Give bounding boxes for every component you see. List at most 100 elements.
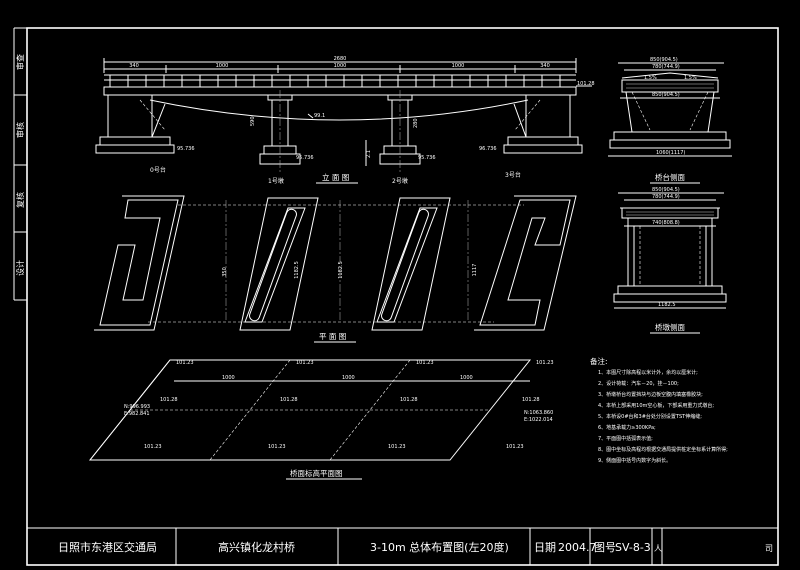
deck-plan-title: 桥面标高平面图: [290, 468, 343, 478]
title-block: 日照市东港区交通局 高兴镇化龙村桥 3-10m 总体布置图(左20度) 日期 2…: [58, 528, 773, 565]
abutment-0: [95, 94, 175, 154]
deck-span-3: 1000: [460, 375, 473, 381]
span-dim-5: 340: [540, 63, 550, 69]
right-coord-n: N:1063.860: [524, 410, 553, 416]
number-label: 图号: [594, 541, 616, 554]
pier-top-dim-2: 780(744.9): [652, 194, 680, 200]
sign-check: 复核: [15, 192, 25, 208]
sign-design: 设计: [15, 260, 25, 276]
number-value: SV-8-3: [615, 541, 651, 554]
pier-top-dim-1: 850(904.5): [652, 187, 680, 193]
abutment-side-title: 桥台侧面: [655, 172, 685, 182]
deck-mid-elev-2: 101.28: [280, 397, 298, 403]
span-dim-3: 1000: [334, 63, 347, 69]
plan-abutment-3: [479, 199, 571, 326]
deck-mid-elev-4: 101.28: [522, 397, 540, 403]
plan-dim-3: 1182.5: [338, 261, 344, 279]
notes-heading: 备注:: [590, 356, 608, 366]
date-value: 2004.7: [558, 541, 597, 554]
left-abutment-base: 95.736: [177, 146, 195, 152]
span-dim-4: 1000: [452, 63, 465, 69]
label-pier-1: 1号墩: [268, 177, 284, 185]
abut-slope-right: 1.5%: [684, 75, 697, 81]
offset-note: 2.1: [366, 150, 372, 158]
cut-text-left: 人: [654, 544, 662, 553]
sheet-border: [26, 27, 779, 566]
drawing-name: 3-10m 总体布置图(左20度): [370, 540, 509, 554]
note-9: 9、侧面图中括号内数字为斜长。: [598, 457, 671, 464]
deck-elevation: 101.28: [577, 81, 595, 87]
deck-bot-elev-3: 101.23: [388, 444, 406, 450]
deck-top-elev-3: 101.23: [416, 360, 434, 366]
deck-bot-elev-2: 101.23: [268, 444, 286, 450]
plan-dim-2: 1182.5: [294, 261, 300, 279]
note-7: 7、平面图中括弧表示值;: [598, 435, 653, 442]
note-8: 8、图中坐标及高程均根据交通局提供桩定坐标系计算所得;: [598, 446, 728, 453]
pier2-height: 280: [413, 118, 419, 128]
abut-slope-left: 1.5%: [644, 75, 657, 81]
label-abutment-3: 3号台: [505, 171, 521, 179]
span-dim-2: 1000: [216, 63, 229, 69]
deck-bot-elev-4: 101.23: [506, 444, 524, 450]
left-coord-n: N:996.993: [124, 404, 150, 410]
note-1: 1、本图尺寸除高程以米计外，余均以厘米计;: [598, 369, 698, 376]
deck-top-elev-4: 101.23: [536, 360, 554, 366]
sign-audit: 审核: [15, 122, 25, 138]
deck-mid-elev-3: 101.28: [400, 397, 418, 403]
project-name: 高兴镇化龙村桥: [218, 540, 295, 554]
note-2: 2、设计荷载：汽车－20，挂－100;: [598, 380, 679, 387]
plan-dim-4: 1117: [472, 264, 478, 277]
pier-1: [259, 90, 301, 172]
abut-mid-dim: 850(904.5): [652, 92, 680, 98]
ground-line: [149, 99, 529, 121]
abut-top-dim-1: 850(904.5): [650, 57, 678, 63]
deck-top-elev-1: 101.23: [176, 360, 194, 366]
deck-span-1: 1000: [222, 375, 235, 381]
deck-slab: [103, 86, 577, 96]
sign-review: 审查: [15, 54, 25, 70]
notes-block: 备注: 1、本图尺寸除高程以米计外，余均以厘米计; 2、设计荷载：汽车－20，挂…: [590, 356, 728, 464]
label-abutment-0: 0号台: [150, 166, 166, 174]
plan-dim-1: 350: [222, 267, 228, 277]
note-5: 5、本桥设0#台和3#台处分别设置TST伸缩缝;: [598, 413, 702, 420]
plan-abutment-0: [99, 199, 179, 326]
plan-title: 平 面 图: [319, 332, 346, 341]
pier1-base: 95.736: [296, 155, 314, 161]
bottom-elevation: 99.1: [314, 113, 325, 119]
date-label: 日期: [534, 541, 556, 554]
deck-plan-view: 1000 1000 1000 101.23 101.23 101.23 101.…: [88, 359, 554, 480]
right-coord-e: E:1022.014: [524, 417, 553, 423]
railing-posts: [109, 75, 561, 87]
note-3: 3、桥墩桥台均置挡块与边板空腹内填塞橡胶块;: [598, 391, 703, 398]
abutment-3: [503, 94, 583, 154]
deck-mid-elev-1: 101.28: [160, 397, 178, 403]
plan-pier-2: [371, 197, 451, 331]
span-dim-1: 340: [129, 63, 139, 69]
note-4: 4、本桥上部采用10m空心板，下部采用重力式墩台;: [598, 402, 714, 409]
label-pier-2: 2号墩: [392, 177, 408, 185]
deck-top-elev-2: 101.23: [296, 360, 314, 366]
deck-bot-elev-1: 101.23: [144, 444, 162, 450]
pier-side-title: 桥墩侧面: [655, 322, 685, 332]
total-length: 2680: [334, 56, 347, 62]
abut-bottom-dim: 1060(1117): [656, 150, 685, 156]
pier-bottom-dim: 1182.5: [658, 302, 676, 308]
abut-top-dim-2: 780(744.9): [652, 64, 680, 70]
elevation-view: 2680 340 1000 1000 1000 340: [95, 56, 595, 185]
cut-text-right: 司: [765, 544, 773, 553]
elevation-title: 立 面 图: [322, 172, 349, 182]
org-name: 日照市东港区交通局: [58, 540, 157, 554]
pier-side-view: 850(904.5) 780(744.9) 740(808.8) 1182.5 …: [613, 187, 727, 334]
plan-pier-1: [239, 197, 319, 331]
pier2-base: 95.736: [418, 155, 436, 161]
abutment-side-view: 850(904.5) 780(744.9) 1.5% 1.5% 850(904.…: [608, 57, 732, 184]
right-abutment-base: 96.736: [479, 146, 497, 152]
pier-2: [379, 90, 421, 172]
note-6: 6、地基承载力≥300KPa;: [598, 424, 656, 431]
pier-mid-dim: 740(808.8): [652, 220, 680, 226]
left-coord-e: E:982.841: [124, 411, 150, 417]
pier1-height: 590: [250, 116, 256, 126]
plan-view: 350 1182.5 1182.5 1117 平 面 图: [94, 195, 577, 343]
